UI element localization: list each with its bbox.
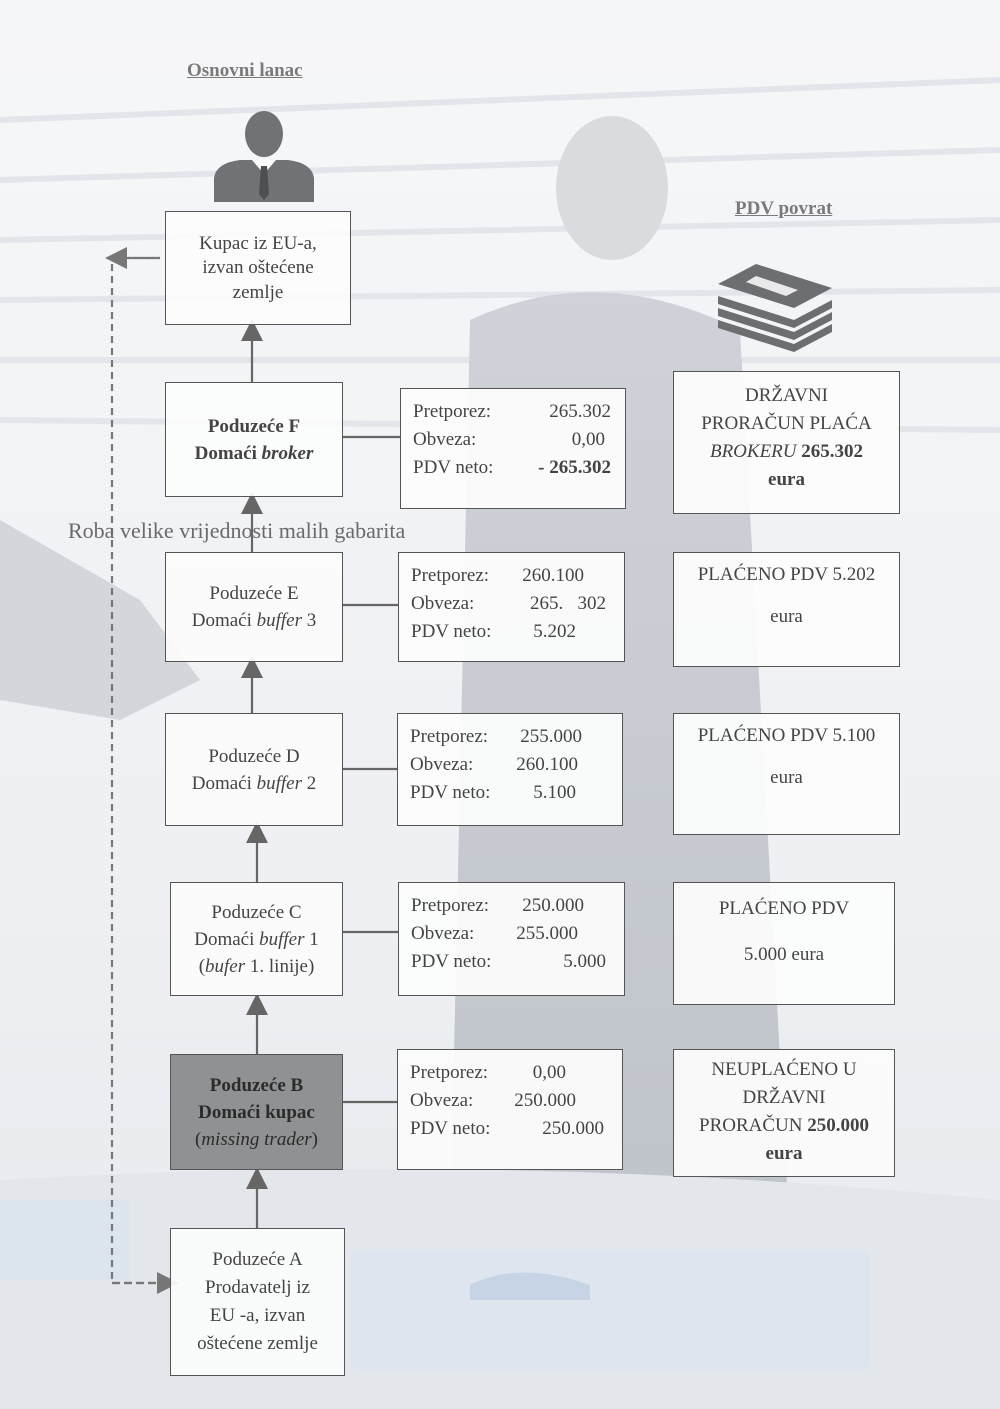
obveza-label: Obveza:: [410, 1090, 474, 1111]
result-box-f: DRŽAVNI PRORAČUN PLAĆA BROKERU 265.302 e…: [673, 371, 900, 514]
company-a-line2: Prodavatelj iz: [205, 1277, 310, 1298]
neto-value: 5.000: [563, 951, 606, 972]
company-e-title: Poduzeće E: [209, 583, 299, 604]
result-box-b: NEUPLAĆENO U DRŽAVNI PRORAČUN 250.000 eu…: [673, 1049, 895, 1177]
company-b-role: Domaći kupac: [198, 1101, 315, 1123]
result-e-line1: PLAĆENO PDV 5.202: [697, 564, 876, 585]
neto-value: 250.000: [542, 1118, 604, 1139]
result-f-line2: PRORAČUN PLAĆA: [701, 413, 872, 434]
pretporez-label: Pretporez:: [410, 726, 489, 747]
company-c-role: Domaći buffer 1: [194, 928, 319, 950]
result-b-line2: DRŽAVNI: [742, 1087, 826, 1108]
obveza-label: Obveza:: [411, 923, 475, 944]
pretporez-label: Pretporez:: [411, 895, 490, 916]
company-e-role: Domaći buffer 3: [191, 610, 317, 631]
company-b-note: (missing trader): [195, 1128, 318, 1150]
company-c-line: (bufer 1. linije): [198, 955, 315, 977]
obveza-value: 255.000: [516, 923, 578, 944]
company-f-box: Poduzeće F Domaći broker: [165, 382, 343, 497]
buyer-eu-line2: izvan oštećene: [202, 257, 314, 278]
result-c-line2: 5.000 eura: [743, 944, 825, 965]
company-a-box: Poduzeće A Prodavatelj iz EU -a, izvan o…: [170, 1228, 345, 1376]
result-box-d: PLAĆENO PDV 5.100 eura: [673, 713, 900, 835]
company-b-box: Poduzeće B Domaći kupac (missing trader): [170, 1054, 343, 1170]
company-f-role: Domaći broker: [194, 442, 314, 464]
pretporez-label: Pretporez:: [410, 1062, 489, 1083]
obveza-value: 250.000: [514, 1090, 576, 1111]
result-b-line1: NEUPLAĆENO U: [711, 1059, 857, 1080]
company-d-title: Poduzeće D: [208, 745, 300, 767]
company-b-title: Poduzeće B: [209, 1074, 304, 1096]
company-a-line4: oštećene zemlje: [197, 1333, 318, 1354]
buyer-eu-line1: Kupac iz EU-a,: [199, 233, 317, 254]
company-d-box: Poduzeće D Domaći buffer 2: [165, 713, 343, 826]
neto-value: 5.202: [533, 621, 576, 642]
vat-box-f: Pretporez: 265.302 Obveza: 0,00 PDV neto: -…: [400, 388, 626, 509]
obveza-label: Obveza:: [413, 429, 477, 450]
pretporez-label: Pretporez:: [411, 565, 490, 586]
vat-box-d: Pretporez: 255.000 Obveza: 260.100 PDV net…: [397, 713, 623, 826]
neto-value: 5.100: [533, 782, 576, 803]
obveza-label: Obveza:: [411, 593, 475, 614]
buyer-eu-line3: zemlje: [232, 282, 284, 303]
pretporez-value: 265.302: [549, 401, 611, 422]
pretporez-value: 255.000: [520, 726, 582, 747]
buyer-eu-box: Kupac iz EU-a, izvan oštećene zemlje: [165, 211, 351, 325]
company-f-title: Poduzeće F: [207, 415, 301, 437]
cash-stack-icon: [718, 264, 832, 352]
vat-refund-heading: PDV povrat: [735, 198, 833, 219]
main-chain-heading: Osnovni lanac: [187, 60, 303, 81]
result-c-line1: PLAĆENO PDV: [718, 898, 850, 919]
obveza-value: 265. 302: [530, 593, 606, 614]
result-d-line2: eura: [770, 767, 803, 788]
result-b-line3: PRORAČUN 250.000: [699, 1115, 869, 1136]
neto-label: PDV neto:: [410, 1118, 491, 1139]
vat-box-c: Pretporez: 250.000 Obveza: 255.000 PDV net…: [398, 882, 625, 996]
company-e-box: Poduzeće E Domaći buffer 3: [165, 552, 343, 662]
result-f-line4: eura: [768, 469, 805, 490]
pretporez-value: 0,00: [532, 1062, 566, 1083]
company-d-role: Domaći buffer 2: [191, 772, 317, 794]
result-f-line1: DRŽAVNI: [744, 385, 829, 406]
result-box-e: PLAĆENO PDV 5.202 eura: [673, 552, 900, 667]
neto-label: PDV neto:: [411, 951, 492, 972]
pretporez-value: 260.100: [522, 565, 584, 586]
result-b-line4: eura: [765, 1143, 803, 1164]
vat-box-b: Pretporez: 0,00 Obveza: 250.000 PDV neto: 2…: [397, 1049, 623, 1170]
neto-label: PDV neto:: [411, 621, 492, 642]
company-c-title: Poduzeće C: [211, 901, 302, 923]
obveza-value: 0,00: [571, 429, 605, 450]
obveza-value: 260.100: [516, 754, 578, 775]
vat-box-e: Pretporez: 260.100 Obveza: 265. 302 PDV ne…: [398, 552, 625, 662]
neto-value: - 265.302: [538, 457, 611, 478]
neto-label: PDV neto:: [413, 457, 494, 478]
goods-note: Roba velike vrijednosti malih gabarita: [68, 518, 406, 543]
company-c-box: Poduzeće C Domaći buffer 1 (bufer 1. lin…: [170, 882, 343, 996]
result-box-c: PLAĆENO PDV 5.000 eura: [673, 882, 895, 1005]
pretporez-label: Pretporez:: [413, 401, 492, 422]
neto-label: PDV neto:: [410, 782, 491, 803]
businessman-icon: [214, 111, 314, 202]
result-d-line1: PLAĆENO PDV 5.100: [697, 725, 876, 746]
company-a-line3: EU -a, izvan: [209, 1305, 306, 1326]
company-a-title: Poduzeće A: [212, 1249, 303, 1270]
pretporez-value: 250.000: [522, 895, 584, 916]
obveza-label: Obveza:: [410, 754, 474, 775]
result-f-line3: BROKERU 265.302: [709, 441, 864, 462]
result-e-line2: eura: [770, 606, 803, 627]
